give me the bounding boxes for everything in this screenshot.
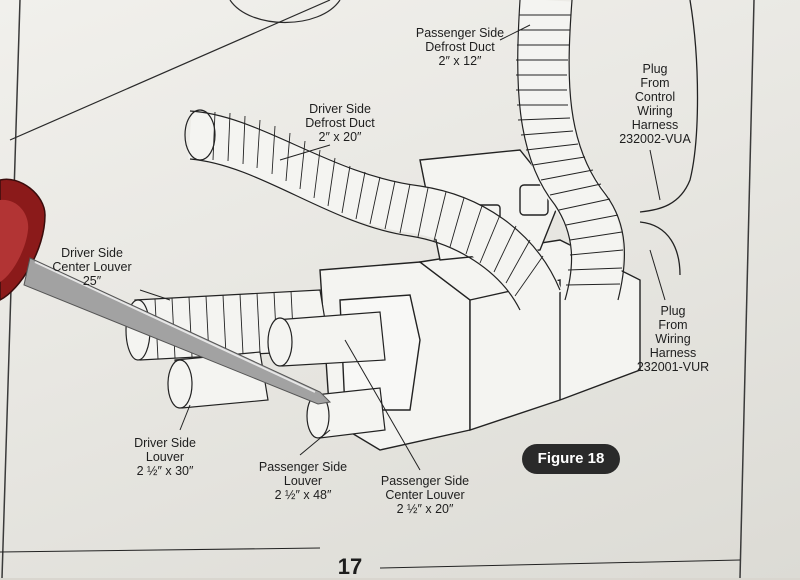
label-passenger-defrost-duct: Passenger Side Defrost Duct 2″ x 12″ bbox=[415, 26, 505, 68]
screwdriver-pointer bbox=[0, 178, 332, 405]
label-driver-center-louver: Driver Side Center Louver 25″ bbox=[52, 246, 132, 288]
figure-badge: Figure 18 bbox=[522, 444, 620, 474]
page-border-right bbox=[739, 0, 755, 578]
control-wiring-harness bbox=[639, 0, 699, 213]
label-plug-control-harness: Plug From Control Wiring Harness 232002-… bbox=[619, 62, 691, 146]
leader-line-top bbox=[9, 0, 331, 141]
passenger-defrost-duct bbox=[516, 0, 625, 307]
label-passenger-louver: Passenger Side Louver 2 ½″ x 48″ bbox=[258, 460, 348, 502]
driver-defrost-duct bbox=[184, 109, 563, 311]
leader-lines bbox=[0, 24, 741, 569]
label-driver-louver: Driver Side Louver 2 ½″ x 30″ bbox=[134, 436, 196, 478]
top-curve bbox=[229, 0, 341, 24]
label-passenger-center-louver: Passenger Side Center Louver 2 ½″ x 20″ bbox=[380, 474, 470, 516]
label-plug-wiring-harness: Plug From Wiring Harness 232001-VUR bbox=[636, 304, 710, 374]
wiring-harness bbox=[639, 221, 681, 276]
page-number: 17 bbox=[337, 554, 363, 579]
label-driver-defrost-duct: Driver Side Defrost Duct 2″ x 20″ bbox=[305, 102, 375, 144]
